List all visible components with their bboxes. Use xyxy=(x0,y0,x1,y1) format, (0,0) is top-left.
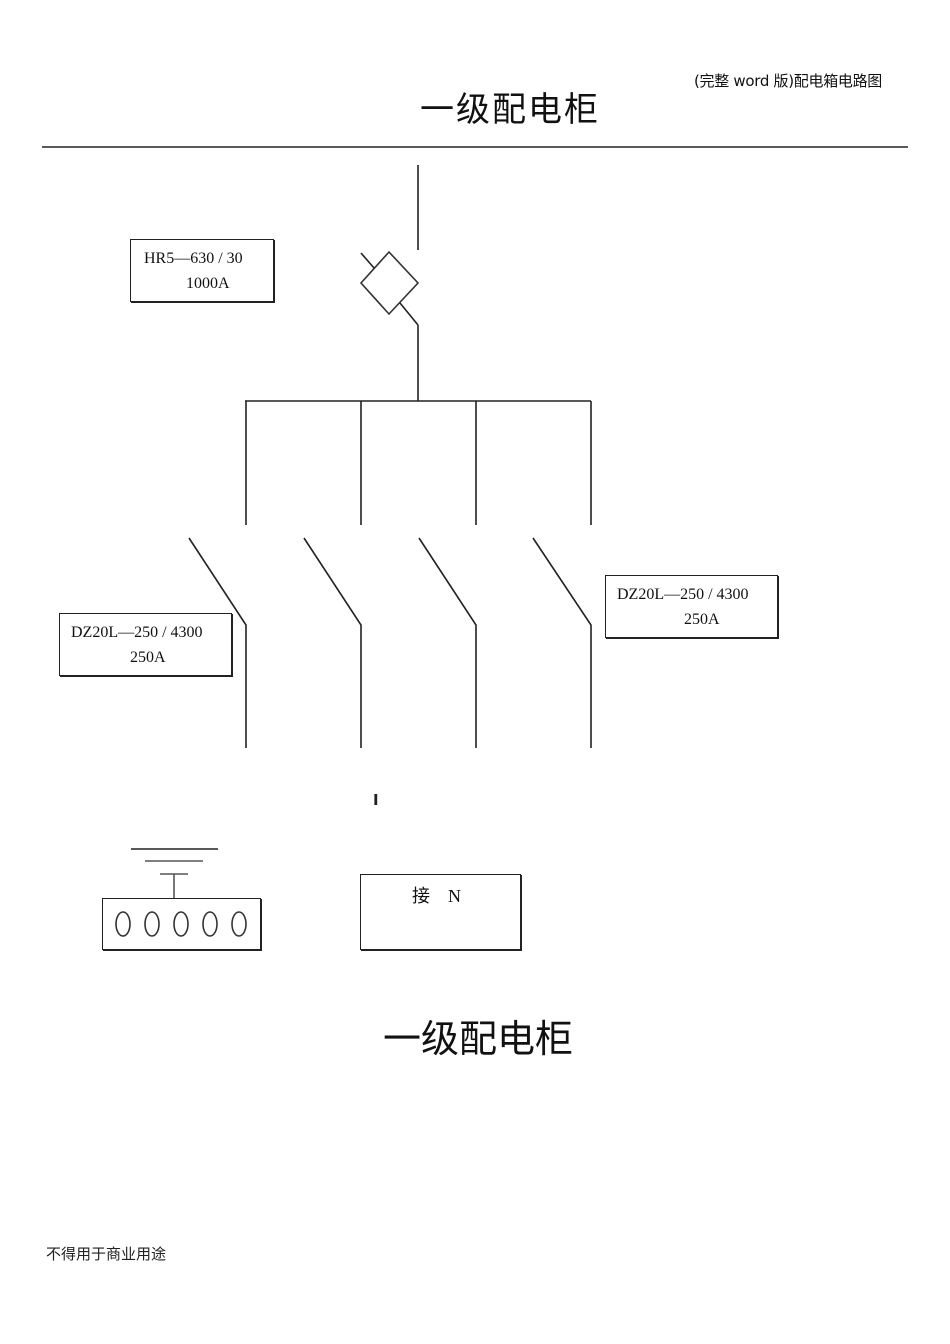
fuse-switch-lever xyxy=(360,252,375,269)
bottom-title: 一级配电柜 xyxy=(383,1017,574,1061)
terminal-icon xyxy=(173,911,189,937)
main-switch-label: HR5—630 / 30 1000A xyxy=(130,239,274,302)
footer-note: 不得用于商业用途 xyxy=(46,1245,167,1263)
fuse-switch-lead xyxy=(399,302,419,326)
breaker-switch-3-icon xyxy=(418,537,477,748)
main-switch-rating: 1000A xyxy=(186,275,230,292)
terminal-icon xyxy=(202,911,218,937)
neutral-connection-box: 接 N xyxy=(360,874,521,950)
fuse-switch-icon xyxy=(359,250,420,316)
page-title: 一级配电柜 xyxy=(420,90,600,130)
breaker-switch-2-icon xyxy=(303,537,362,748)
breaker-label-left: DZ20L—250 / 4300 250A xyxy=(59,613,232,676)
terminal-icon xyxy=(231,911,247,937)
document-header: (完整 word 版)配电箱电路图 xyxy=(694,72,883,90)
breaker-rating-left: 250A xyxy=(130,649,166,666)
breaker-rating-right: 250A xyxy=(684,611,720,628)
terminal-icon xyxy=(115,911,131,937)
neutral-label: 接 N xyxy=(412,886,461,906)
breaker-switch-4-icon xyxy=(532,537,592,748)
breaker-label-right: DZ20L—250 / 4300 250A xyxy=(605,575,778,638)
terminal-icon xyxy=(144,911,160,937)
main-switch-model: HR5—630 / 30 xyxy=(144,250,243,267)
breaker-model-right: DZ20L—250 / 4300 xyxy=(617,586,749,603)
breaker-switch-1-icon xyxy=(188,537,247,748)
ground-terminal-block xyxy=(102,898,261,950)
marker-text: I xyxy=(373,791,379,809)
breaker-model-left: DZ20L—250 / 4300 xyxy=(71,624,203,641)
header-divider xyxy=(42,146,908,148)
